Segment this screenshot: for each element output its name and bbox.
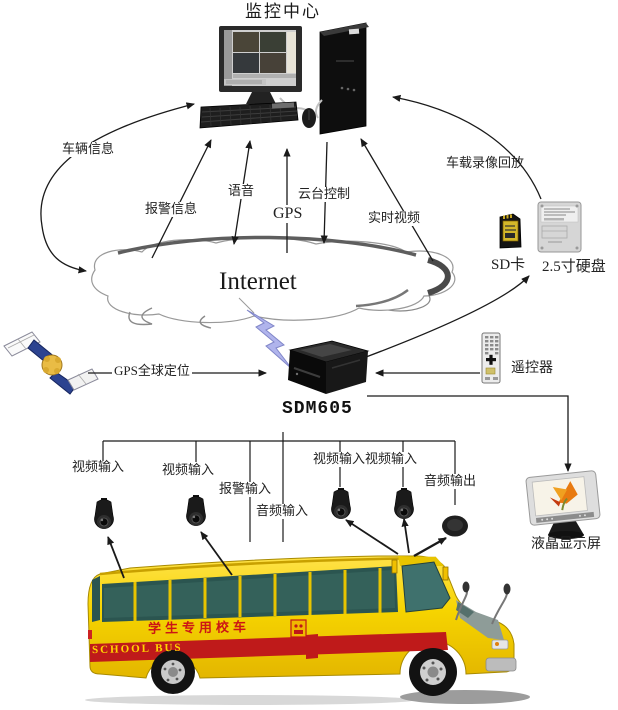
label-video-in-1: 视频输入 (72, 459, 125, 474)
camera-pointer-arrows (107, 518, 447, 579)
hdd-icon (537, 201, 582, 253)
arrow-vehicle-info (40, 102, 195, 274)
dvr-icon (288, 340, 370, 394)
mouse-icon (302, 108, 316, 128)
label-audio-out: 音频输出 (422, 473, 479, 489)
label-gps-positioning: GPS全球定位 (112, 363, 192, 379)
bus-rear-wheel (151, 650, 195, 694)
bus-io-harness (102, 432, 456, 542)
gps-satellite-icon (3, 331, 99, 395)
lightning-icon (238, 297, 293, 370)
label-gps: GPS (271, 205, 305, 224)
label-voice: 语音 (226, 183, 257, 199)
bus-windshield (401, 561, 451, 613)
label-audio-in: 音频输入 (254, 503, 311, 519)
school-bus-icon (85, 555, 530, 705)
lcd-display-icon (525, 470, 601, 539)
page-title: 监控中心 (245, 2, 321, 21)
label-lcd: 液晶显示屏 (531, 537, 601, 552)
tower-pc-icon (314, 22, 369, 135)
arrow-dvr-storage (365, 275, 530, 358)
label-sd-card: SD卡 (491, 257, 526, 273)
dome-camera-icon (331, 488, 351, 519)
label-dvr-model: SDM605 (282, 399, 353, 419)
bus-shadow (85, 695, 415, 705)
label-alarm-info: 报警信息 (143, 201, 200, 217)
label-vehicle-info: 车辆信息 (60, 141, 117, 157)
bus-stripe-text: SCHOOL BUS (91, 641, 183, 657)
bus-front-wheel (409, 648, 457, 696)
bus-shadow-front (400, 690, 530, 704)
bus-bumper (485, 657, 517, 672)
sd-card-icon (499, 213, 522, 249)
monitor-icon (219, 26, 307, 111)
school-bus-badge (290, 619, 307, 638)
label-playback: 车载录像回放 (446, 155, 525, 170)
label-realtime-video: 实时视频 (366, 210, 423, 226)
arrow-realtime-video (360, 138, 434, 262)
arrow-dvr-lcd (367, 395, 572, 472)
label-remote: 遥控器 (511, 361, 553, 376)
arrow-playback (392, 94, 542, 200)
keyboard-icon (199, 101, 299, 129)
label-internet: Internet (219, 268, 297, 295)
arrow-alarm-info (151, 139, 212, 259)
bus-side-banner: 学生专用校车 (147, 619, 251, 636)
dome-camera-icon (94, 498, 114, 529)
label-video-in-2: 视频输入 (162, 462, 215, 477)
label-ptz-control: 云台控制 (296, 186, 353, 202)
label-hdd: 2.5寸硬盘 (542, 259, 606, 275)
dome-camera-icon (394, 488, 414, 519)
speaker-icon (442, 515, 468, 537)
label-video-in-3-4: 视频输入视频输入 (311, 451, 420, 467)
dome-camera-icon (186, 495, 206, 526)
remote-control-icon (481, 332, 501, 384)
label-alarm-in: 报警输入 (217, 481, 274, 497)
